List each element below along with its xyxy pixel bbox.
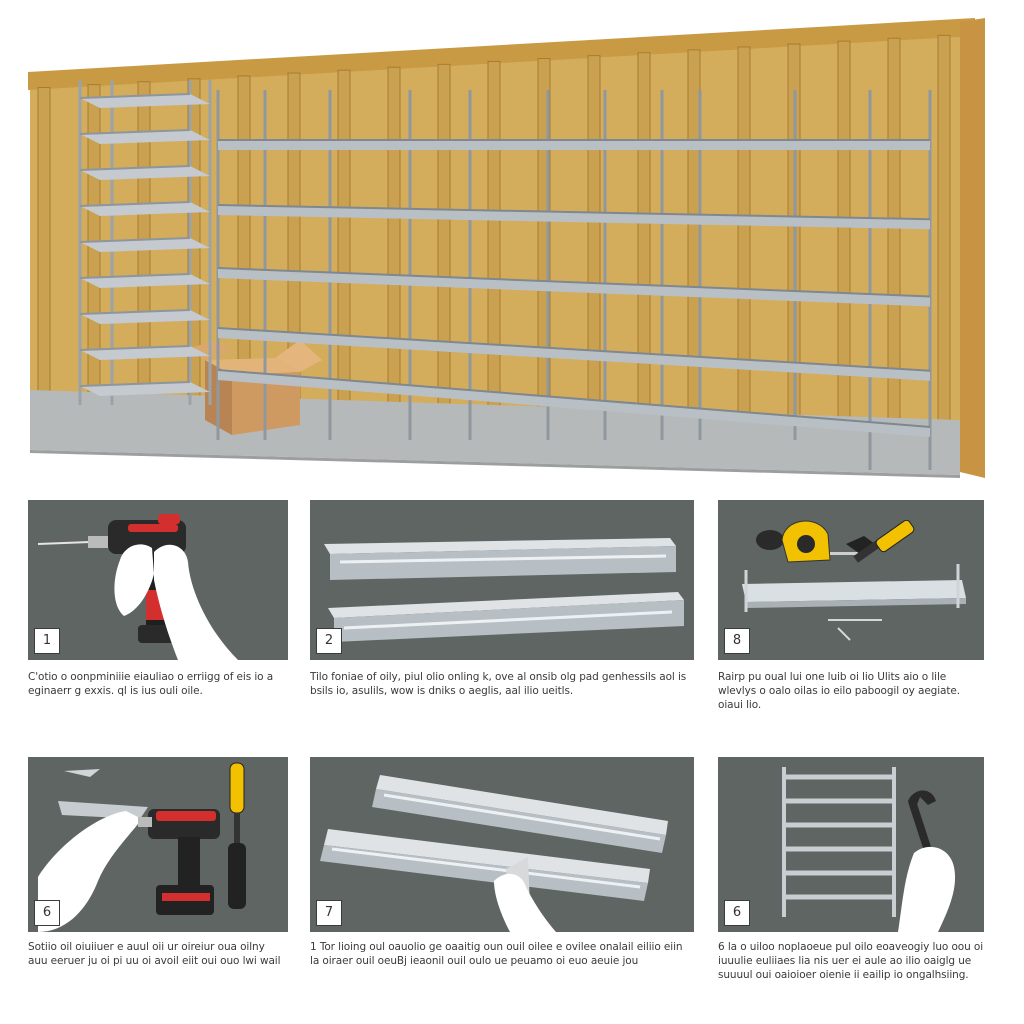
step-3: 8 Rairp pu oual lui one luib oi lio Ulit… <box>718 500 986 715</box>
step-6-panel: 6 <box>718 757 984 932</box>
wall-stud <box>337 69 351 421</box>
shelf-board <box>218 370 930 437</box>
step-2-panel: 2 <box>310 500 694 660</box>
step-5-panel: 7 <box>310 757 694 932</box>
shelf-edge <box>79 381 191 387</box>
step-1: 1 C'otio o oonpminiiie eiauliao o erriig… <box>28 500 290 700</box>
shelf-edge <box>217 204 931 221</box>
shelf-edge <box>79 309 191 315</box>
wall-stud <box>37 87 51 421</box>
step-4: 6 Sotiio oil oiuiiuer e auul oii ur oire… <box>28 757 290 977</box>
wrench-icon <box>782 767 956 932</box>
wall-stud <box>637 52 651 421</box>
step-3-number: 8 <box>724 628 750 654</box>
shelf-board <box>218 268 930 307</box>
hero-illustration <box>0 0 1024 490</box>
shelf-edge <box>79 93 191 99</box>
shelf-board <box>218 328 930 381</box>
shelf-edge <box>79 165 191 171</box>
step-5-caption: 1 Tor lioing oul oauolio ge oaaitig oun … <box>310 941 683 967</box>
step-4-caption: Sotiio oil oiuiiuer e auul oii ur oireiu… <box>28 941 281 967</box>
rail-install-icon <box>320 775 668 932</box>
bracket-icon <box>38 762 246 932</box>
step-6-number: 6 <box>724 900 750 926</box>
shelf-edge <box>79 345 191 351</box>
step-4-panel: 6 <box>28 757 288 932</box>
wall-stud <box>487 60 501 421</box>
wall-stud <box>587 55 601 421</box>
wall-stud <box>937 34 951 421</box>
tape-measure-icon <box>742 519 966 641</box>
step-1-caption: C'otio o oonpminiiie eiauliao o erriigg … <box>28 671 274 697</box>
step-1-number: 1 <box>34 628 60 654</box>
wall-stud <box>837 40 851 421</box>
step-2: 2 Tilo foniae of oily, piul olio onling … <box>310 500 695 700</box>
shelf-edge <box>217 369 931 428</box>
step-1-panel: 1 <box>28 500 288 660</box>
shelf-edge <box>79 201 191 207</box>
step-3-caption: Rairp pu oual lui one luib oi lio Ulits … <box>718 671 961 711</box>
shelf-rail-icon <box>324 538 684 642</box>
garage-shelving-scene <box>28 18 985 478</box>
wall-stud <box>887 37 901 421</box>
step-2-caption: Tilo foniae of oily, piul olio onling k,… <box>310 671 687 697</box>
step-6-caption: 6 la o uiloo noplaoeue pul oilo eoaveogi… <box>718 941 984 981</box>
drill-icon <box>37 514 238 660</box>
wall-stud <box>387 66 401 421</box>
shelf-edge <box>79 237 191 243</box>
shelf-edge <box>79 129 191 135</box>
step-3-panel: 8 <box>718 500 984 660</box>
wall-stud <box>437 63 451 421</box>
step-2-number: 2 <box>316 628 342 654</box>
step-5: 7 1 Tor lioing oul oauolio ge oaaitig ou… <box>310 757 695 977</box>
shelf-edge <box>79 273 191 279</box>
step-5-number: 7 <box>316 900 342 926</box>
shelf-edge <box>217 327 931 372</box>
shelf-edge <box>217 267 931 298</box>
step-6: 6 6 la o uiloo noplaoeue pul oilo eoaveo… <box>718 757 986 1002</box>
step-4-number: 6 <box>34 900 60 926</box>
shelf-board <box>218 205 930 230</box>
shelf-board <box>218 140 930 150</box>
cardboard-box <box>190 340 322 435</box>
